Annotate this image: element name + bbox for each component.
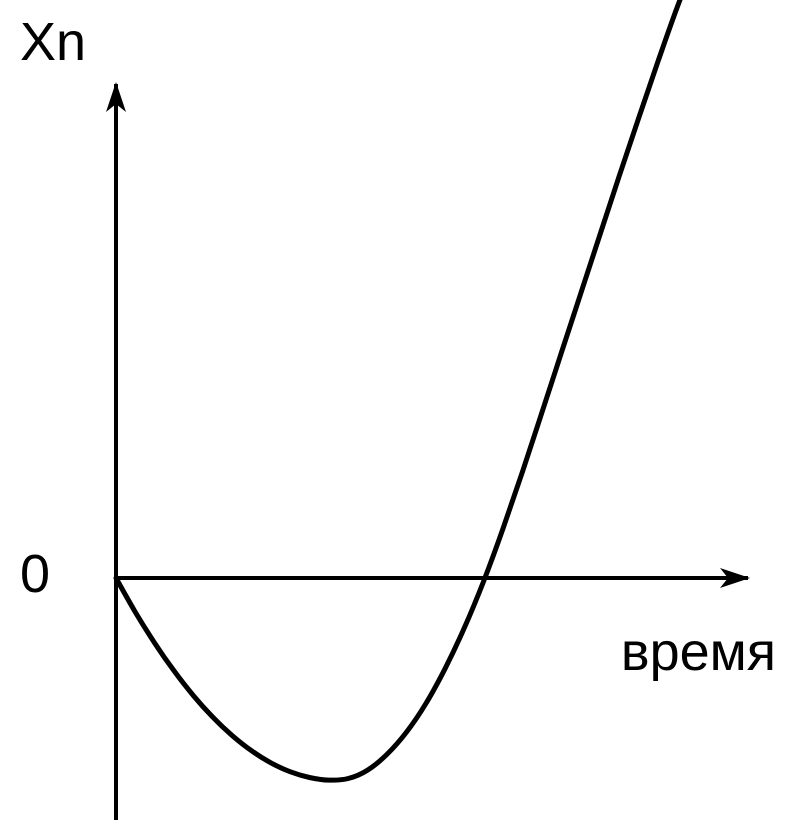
- origin-label: 0: [20, 544, 50, 604]
- y-axis-label: Xn: [20, 12, 86, 72]
- series-line: [113, 0, 683, 783]
- x-axis-label: время: [621, 622, 776, 682]
